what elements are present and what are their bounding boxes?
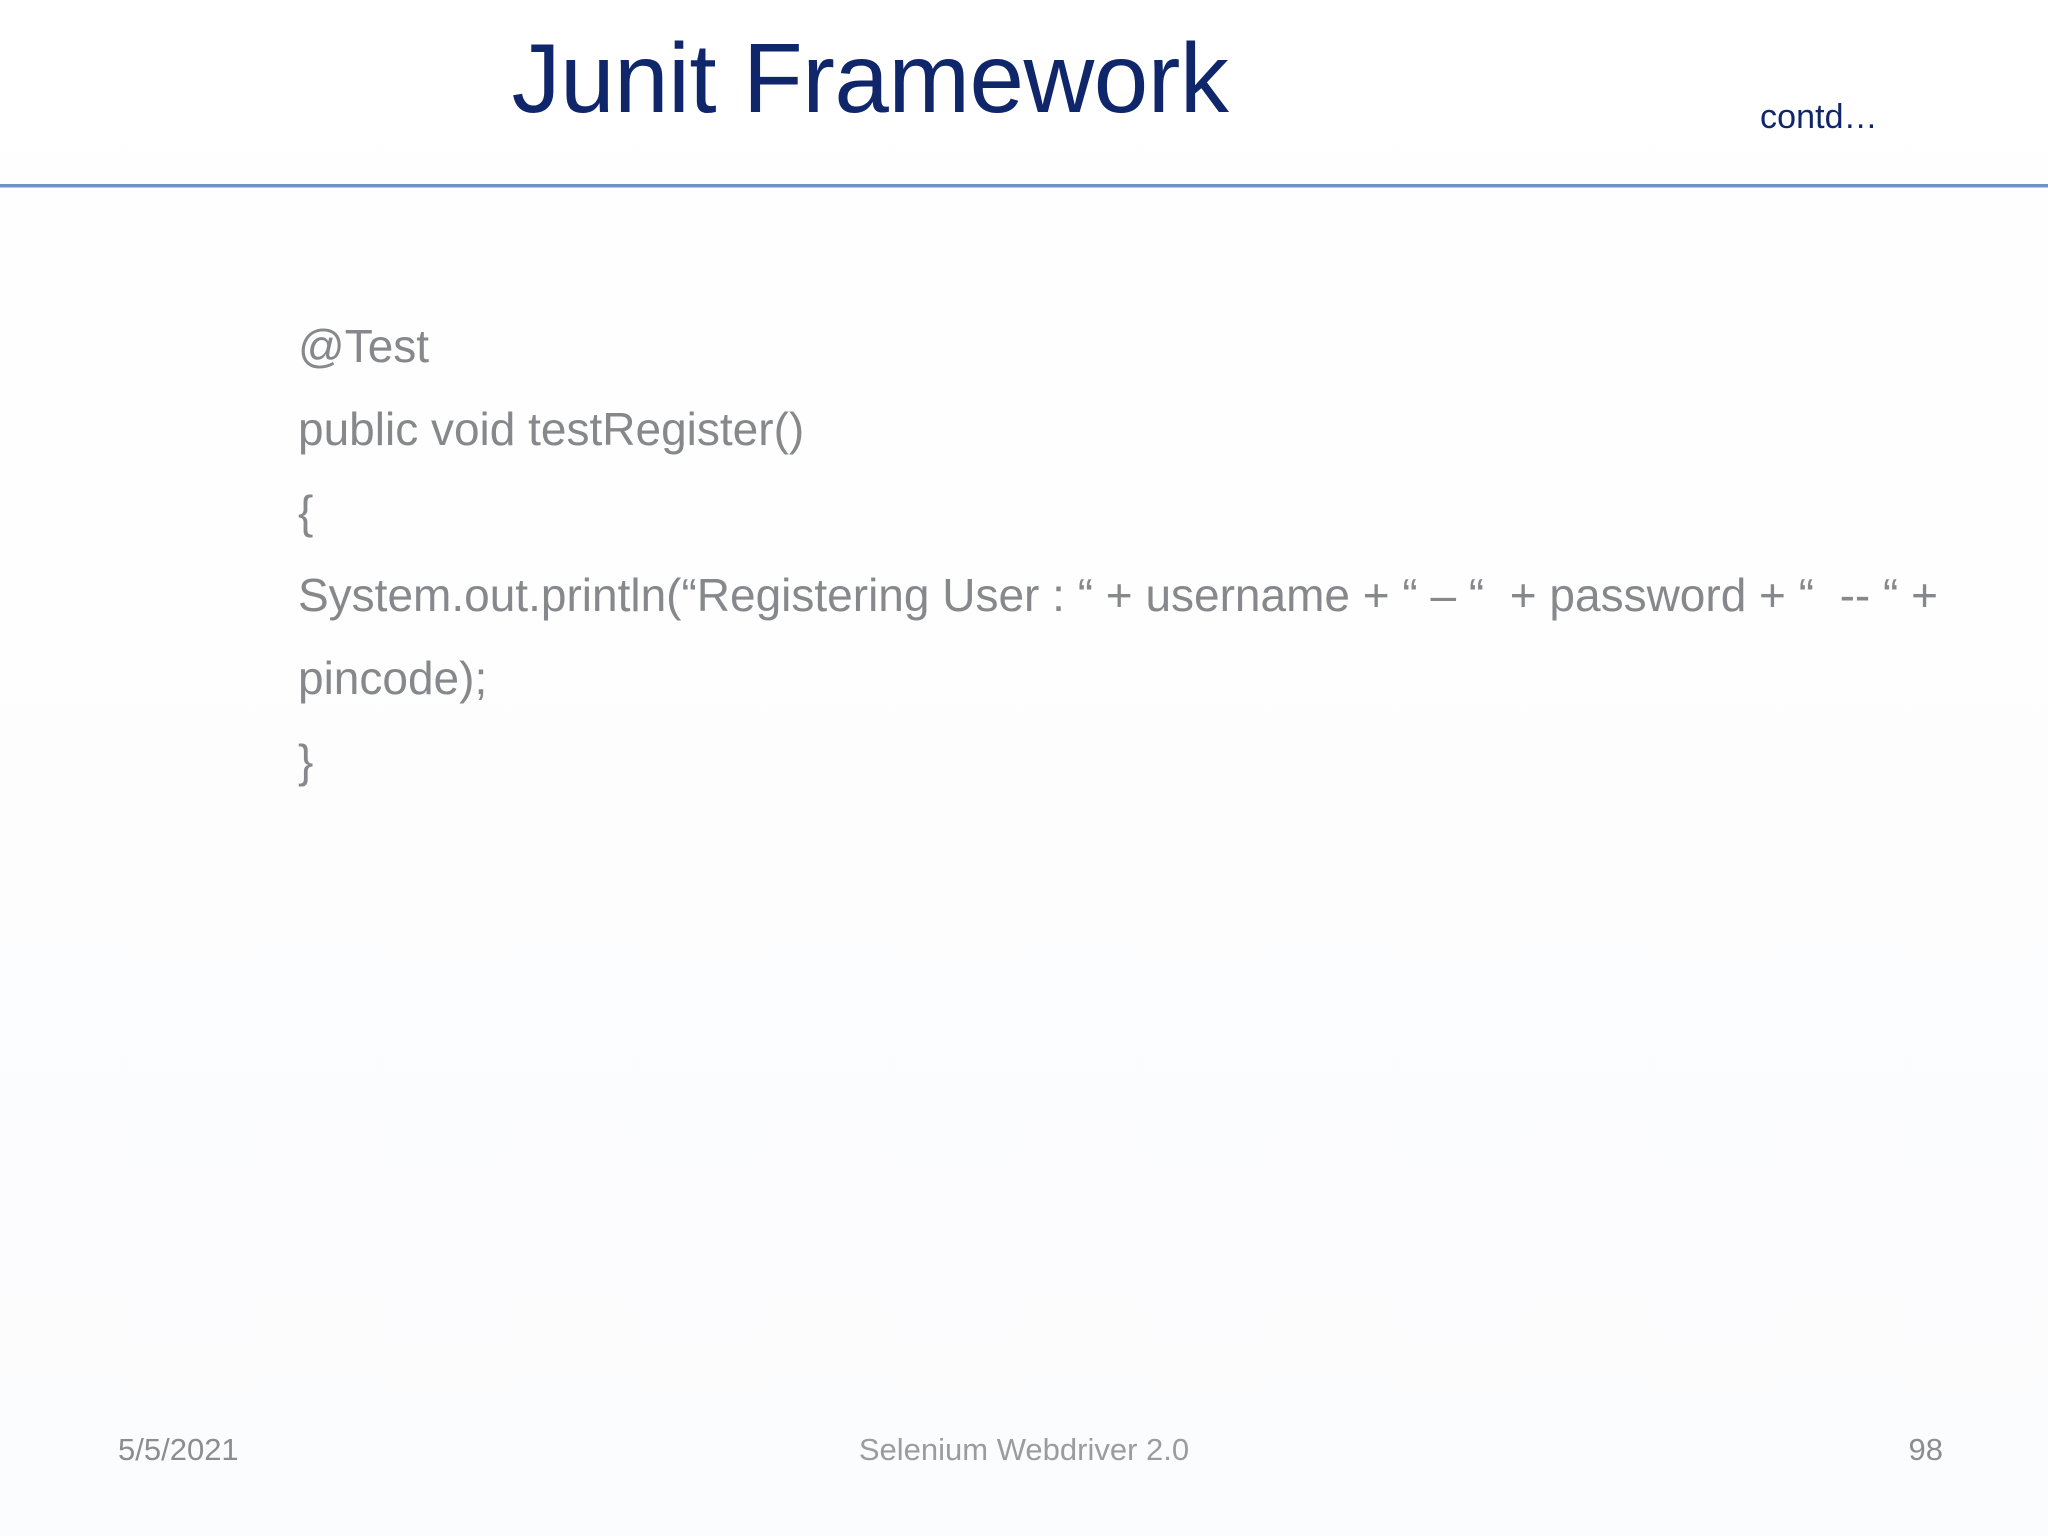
footer-course-label: Selenium Webdriver 2.0 [858,1432,1190,1467]
code-line: System.out.println(“Registering User : “… [298,569,1951,704]
footer-page-number: 98 [1908,1432,1943,1467]
slide-footer: 5/5/2021 Selenium Webdriver 2.0 98 [0,1432,2048,1502]
code-body: @Test public void testRegister() { Syste… [298,305,1958,803]
slide-title-bar: Junit Framework contd… [0,0,2048,188]
code-line: @Test [298,320,430,372]
page-title: Junit Framework [511,23,1229,133]
code-line: { [298,486,314,538]
title-continuation-label: contd… [1760,98,1878,136]
title-divider [0,184,2048,188]
footer-date: 5/5/2021 [118,1432,239,1467]
code-line: } [298,735,314,787]
code-line: public void testRegister() [298,403,805,455]
